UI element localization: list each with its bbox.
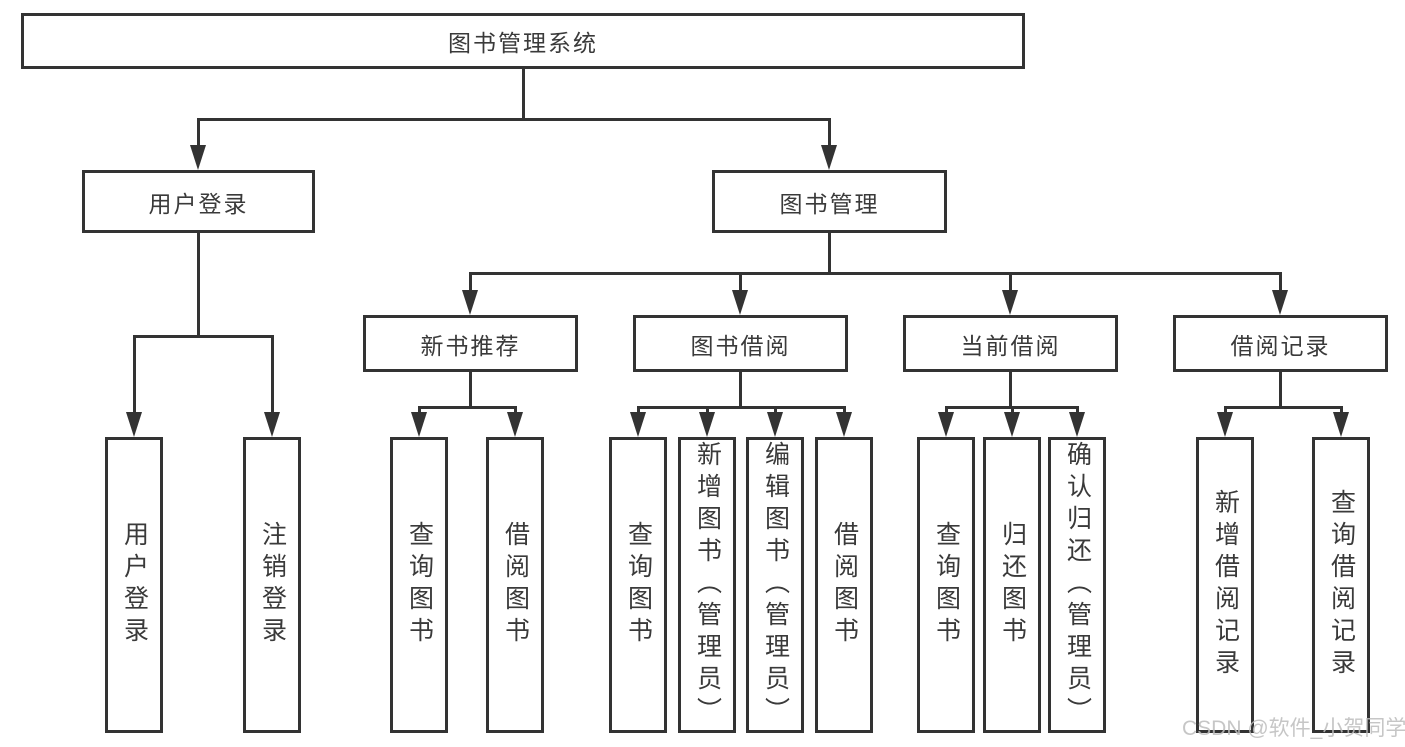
connector-line	[197, 118, 831, 121]
leaf-edit-book-admin: 编辑图书（管理员）	[746, 437, 804, 733]
connector-line	[522, 69, 525, 118]
connector-line	[469, 272, 472, 292]
node-label: 当前借阅	[960, 332, 1061, 359]
connector-line	[133, 335, 274, 338]
connector-line	[1340, 406, 1343, 414]
node-label: 查询图书	[624, 521, 653, 649]
node-label: 新增借阅记录	[1211, 489, 1240, 681]
leaf-return-book: 归还图书	[983, 437, 1041, 733]
leaf-add-borrow-record: 新增借阅记录	[1196, 437, 1254, 733]
node-label: 图书借阅	[690, 332, 791, 359]
node-label: 借阅记录	[1230, 332, 1331, 359]
leaf-query-borrow-record: 查询借阅记录	[1312, 437, 1370, 733]
node-label: 查询图书	[932, 521, 961, 649]
connector-line	[1224, 406, 1227, 414]
arrow-down-icon	[1272, 290, 1288, 315]
leaf-user-login: 用户登录	[105, 437, 163, 733]
arrow-down-icon	[507, 412, 523, 437]
node-new-book-recommendation: 新书推荐	[363, 315, 578, 372]
node-label: 查询图书	[405, 521, 434, 649]
node-current-borrowing: 当前借阅	[903, 315, 1118, 372]
connector-line	[418, 406, 517, 409]
arrow-down-icon	[1004, 412, 1020, 437]
leaf-borrow-book-a: 借阅图书	[486, 437, 544, 733]
arrow-down-icon	[1217, 412, 1233, 437]
connector-line	[945, 406, 948, 414]
connector-line	[197, 118, 200, 147]
arrow-down-icon	[699, 412, 715, 437]
connector-line	[469, 372, 472, 406]
connector-line	[514, 406, 517, 414]
node-label: 借阅图书	[501, 521, 530, 649]
connector-line	[1279, 272, 1282, 292]
connector-line	[828, 233, 831, 272]
node-label: 图书管理系统	[448, 30, 598, 56]
arrow-down-icon	[821, 145, 837, 170]
connector-line	[469, 272, 1282, 275]
leaf-borrow-book-b: 借阅图书	[815, 437, 873, 733]
connector-line	[637, 406, 846, 409]
connector-line	[774, 406, 777, 414]
leaf-query-book-b: 查询图书	[609, 437, 667, 733]
node-label: 新书推荐	[420, 332, 521, 359]
connector-line	[706, 406, 709, 414]
connector-line	[828, 118, 831, 147]
connector-line	[197, 233, 200, 335]
csdn-watermark: CSDN @软件_小贺同学	[1182, 717, 1405, 740]
node-label: 图书管理	[779, 190, 880, 217]
node-borrowing-records: 借阅记录	[1173, 315, 1388, 372]
connector-line	[637, 406, 640, 414]
connector-line	[271, 335, 274, 414]
node-label: 用户登录	[148, 190, 249, 217]
node-label: 新增图书（管理员）	[693, 441, 722, 729]
node-label: 归还图书	[998, 521, 1027, 649]
connector-line	[418, 406, 421, 414]
arrow-down-icon	[767, 412, 783, 437]
arrow-down-icon	[732, 290, 748, 315]
connector-line	[1009, 272, 1012, 292]
arrow-down-icon	[1002, 290, 1018, 315]
leaf-add-book-admin: 新增图书（管理员）	[678, 437, 736, 733]
connector-line	[739, 272, 742, 292]
leaf-logout: 注销登录	[243, 437, 301, 733]
leaf-query-book-c: 查询图书	[917, 437, 975, 733]
leaf-query-book-a: 查询图书	[390, 437, 448, 733]
connector-line	[739, 372, 742, 406]
arrow-down-icon	[1069, 412, 1085, 437]
connector-line	[133, 335, 136, 414]
arrow-down-icon	[836, 412, 852, 437]
node-library-management-system: 图书管理系统	[21, 13, 1025, 69]
arrow-down-icon	[1333, 412, 1349, 437]
connector-line	[1224, 406, 1343, 409]
node-label: 注销登录	[258, 521, 287, 649]
node-book-borrowing: 图书借阅	[633, 315, 848, 372]
node-label: 用户登录	[120, 521, 149, 649]
arrow-down-icon	[630, 412, 646, 437]
arrow-down-icon	[126, 412, 142, 437]
arrow-down-icon	[462, 290, 478, 315]
node-label: 借阅图书	[830, 521, 859, 649]
node-book-management: 图书管理	[712, 170, 947, 233]
arrow-down-icon	[264, 412, 280, 437]
arrow-down-icon	[190, 145, 206, 170]
connector-line	[1011, 406, 1014, 414]
connector-line	[1279, 372, 1282, 406]
connector-line	[1009, 372, 1012, 406]
node-label: 确认归还（管理员）	[1063, 441, 1092, 729]
node-user-login-branch: 用户登录	[82, 170, 315, 233]
node-label: 查询借阅记录	[1327, 489, 1356, 681]
arrow-down-icon	[411, 412, 427, 437]
node-label: 编辑图书（管理员）	[761, 441, 790, 729]
leaf-confirm-return-admin: 确认归还（管理员）	[1048, 437, 1106, 733]
connector-line	[1076, 406, 1079, 414]
arrow-down-icon	[938, 412, 954, 437]
connector-line	[843, 406, 846, 414]
